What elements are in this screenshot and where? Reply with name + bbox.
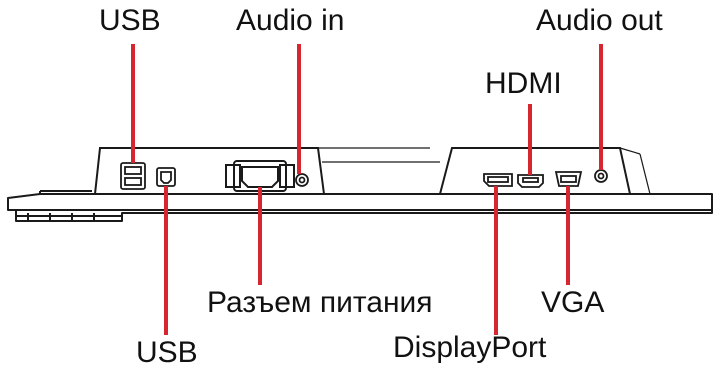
label-usb-bottom: USB — [136, 336, 198, 366]
label-vga: VGA — [541, 286, 605, 319]
label-usb-top: USB — [99, 4, 161, 37]
label-audio-out: Audio out — [536, 4, 663, 37]
monitor-outline — [7, 190, 713, 222]
label-audio-in: Audio in — [236, 4, 345, 37]
hdmi-port — [517, 174, 544, 188]
power-connector — [225, 160, 295, 192]
usb-b-port — [156, 167, 176, 187]
displayport-port — [483, 173, 513, 187]
audio-in-jack — [295, 173, 309, 187]
label-hdmi: HDMI — [485, 67, 562, 100]
label-power: Разъем питания — [207, 286, 433, 319]
usb-a-port — [120, 162, 146, 190]
vga-port — [554, 171, 583, 187]
left-port-panel — [94, 147, 325, 195]
label-displayport: DisplayPort — [393, 331, 547, 364]
audio-out-jack — [594, 169, 608, 183]
leader-lines — [131, 44, 603, 335]
right-port-panel — [439, 147, 631, 195]
